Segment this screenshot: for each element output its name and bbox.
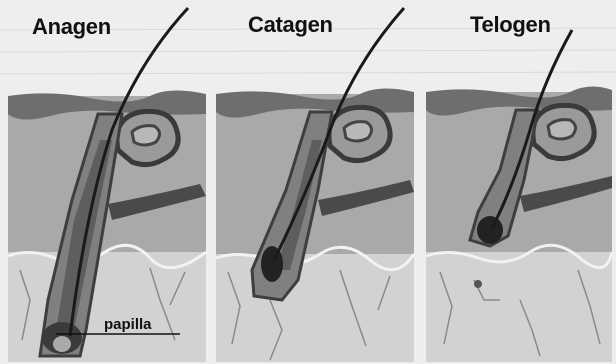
catagen-label: Catagen bbox=[248, 12, 333, 38]
telogen-dermal-papilla-remnant bbox=[474, 280, 482, 288]
catagen-subcutis bbox=[216, 254, 414, 362]
anagen-label: Anagen bbox=[32, 14, 111, 40]
telogen-panel bbox=[426, 30, 612, 362]
anagen-papilla-region bbox=[53, 336, 71, 352]
telogen-club-hair-bulb bbox=[477, 216, 503, 244]
telogen-label: Telogen bbox=[470, 12, 551, 38]
catagen-panel bbox=[216, 8, 414, 362]
anagen-panel bbox=[8, 8, 206, 362]
papilla-label: papilla bbox=[104, 316, 152, 333]
telogen-subcutis bbox=[426, 252, 612, 362]
